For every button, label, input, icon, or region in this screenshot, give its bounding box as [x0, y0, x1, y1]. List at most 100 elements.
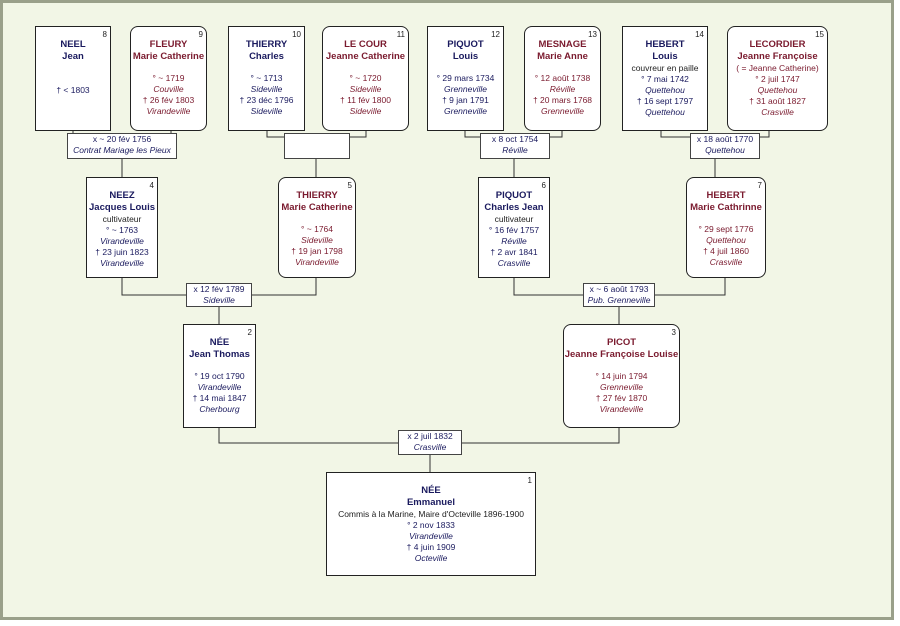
marriage-place: Quettehou [705, 145, 745, 155]
person-box-1[interactable]: 1 NÉE Emmanuel Commis à la Marine, Maire… [326, 472, 536, 576]
person-box-7[interactable]: 7 HEBERT Marie Cathrinne ° 29 sept 1776 … [686, 177, 766, 278]
person-given-name: Louis [652, 51, 678, 62]
death-place: Virandeville [599, 404, 644, 414]
marriage-date: x 2 juil 1832 [407, 431, 453, 441]
person-given-name: Jean [62, 51, 84, 62]
person-box-2[interactable]: 2 NÉE Jean Thomas ° 19 oct 1790 Virandev… [183, 324, 256, 428]
birth-place: Couville [153, 84, 184, 94]
marriage-box-6-7[interactable]: x ~ 6 août 1793 Pub. Grenneville [583, 283, 655, 307]
occupation: couvreur en paille [631, 63, 699, 73]
birth-date: ° 2 juil 1747 [755, 74, 800, 84]
birth-date: ° 14 juin 1794 [595, 371, 648, 381]
birth-place: Quettehou [645, 85, 685, 95]
person-surname: LECORDIER [749, 39, 806, 50]
birth-place: Quettehou [706, 235, 746, 245]
marriage-place: Contrat Mariage les Pieux [73, 145, 171, 155]
person-surname: HEBERT [645, 39, 685, 50]
person-given-name: Emmanuel [406, 497, 456, 508]
person-box-6[interactable]: 6 PIQUOT Charles Jean cultivateur ° 16 f… [478, 177, 550, 278]
person-surname: NEEL [60, 39, 86, 50]
death-date: † 2 avr 1841 [490, 247, 538, 257]
death-place: Virandeville [146, 106, 191, 116]
death-date: † 19 jan 1798 [291, 246, 343, 256]
person-surname: FLEURY [149, 39, 188, 50]
person-surname: NÉE [209, 337, 230, 348]
marriage-box-10-11[interactable] [284, 133, 350, 159]
birth-place: Sideville [301, 235, 333, 245]
birth-place: Réville [549, 84, 576, 94]
person-box-3[interactable]: 3 PICOT Jeanne Françoise Louise ° 14 jui… [563, 324, 680, 428]
person-given-name: Jeanne Françoise [737, 51, 818, 62]
death-place: Crasville [761, 107, 794, 117]
marriage-box-2-3[interactable]: x 2 juil 1832 Crasville [398, 430, 462, 455]
birth-date: ° 2 nov 1833 [407, 520, 455, 530]
person-box-8[interactable]: 8 NEEL Jean † < 1803 [35, 26, 111, 131]
person-given-name: Marie Catherine [132, 51, 205, 62]
birth-date: ° 29 mars 1734 [436, 73, 495, 83]
birth-place: Sideville [250, 84, 283, 94]
death-date: † 26 fév 1803 [142, 95, 195, 105]
death-place: Sideville [250, 106, 283, 116]
person-box-14[interactable]: 14 HEBERT Louis couvreur en paille ° 7 m… [622, 26, 708, 131]
person-box-15[interactable]: 15 LECORDIER Jeanne Françoise ( = Jeanne… [727, 26, 828, 131]
birth-date: ° ~ 1763 [106, 225, 138, 235]
death-place: Virandeville [100, 258, 144, 268]
person-surname: NEEZ [109, 190, 135, 201]
death-date: † 9 jan 1791 [442, 95, 489, 105]
death-place: Grenneville [541, 106, 584, 116]
occupation: Commis à la Marine, Maire d'Octeville 18… [338, 509, 524, 519]
death-date: † 27 fév 1870 [595, 393, 648, 403]
death-place: Cherbourg [199, 404, 240, 414]
birth-place: Grenneville [600, 382, 643, 392]
person-box-10[interactable]: 10 THIERRY Charles ° ~ 1713 Sideville † … [228, 26, 305, 131]
birth-date: ° ~ 1764 [301, 224, 333, 234]
death-date: † 31 août 1827 [749, 96, 806, 106]
birth-date: ° 29 sept 1776 [698, 224, 754, 234]
person-surname: PIQUOT [447, 39, 484, 50]
birth-date: ° ~ 1720 [349, 73, 382, 83]
person-surname: LE COUR [344, 39, 387, 50]
person-box-5[interactable]: 5 THIERRY Marie Catherine ° ~ 1764 Sidev… [278, 177, 356, 278]
marriage-place: Sideville [203, 295, 235, 305]
birth-place: Quettehou [757, 85, 798, 95]
person-box-11[interactable]: 11 LE COUR Jeanne Catherine ° ~ 1720 Sid… [322, 26, 409, 131]
death-date: † 4 juil 1860 [703, 246, 749, 256]
marriage-box-8-9[interactable]: x ~ 20 fév 1756 Contrat Mariage les Pieu… [67, 133, 177, 159]
birth-place: Grenneville [444, 84, 487, 94]
person-given-name: Jean Thomas [189, 349, 250, 360]
person-given-name: Jeanne Françoise Louise [564, 349, 679, 360]
death-place: Sideville [349, 106, 382, 116]
occupation: cultivateur [494, 214, 534, 224]
marriage-date: x 12 fév 1789 [193, 284, 245, 294]
person-given-name: Marie Cathrinne [690, 202, 762, 213]
person-surname: PIQUOT [495, 190, 533, 201]
death-date: † 23 déc 1796 [239, 95, 294, 105]
person-box-13[interactable]: 13 MESNAGE Marie Anne ° 12 août 1738 Rév… [524, 26, 601, 131]
death-place: Octeville [414, 553, 448, 563]
person-surname: NÉE [421, 485, 441, 496]
marriage-box-12-13[interactable]: x 8 oct 1754 Réville [480, 133, 550, 159]
marriage-date: x ~ 20 fév 1756 [92, 134, 152, 144]
marriage-date: x 18 août 1770 [696, 134, 754, 144]
person-box-4[interactable]: 4 NEEZ Jacques Louis cultivateur ° ~ 176… [86, 177, 158, 278]
birth-date: ° 7 mai 1742 [641, 74, 689, 84]
death-place: Virandeville [295, 257, 339, 267]
marriage-box-4-5[interactable]: x 12 fév 1789 Sideville [186, 283, 252, 307]
birth-place: Virandeville [409, 531, 453, 541]
alternate-given-name: ( = Jeanne Catherine) [736, 63, 819, 73]
death-place: Quettehou [645, 107, 685, 117]
birth-date: ° 12 août 1738 [534, 73, 591, 83]
marriage-box-14-15[interactable]: x 18 août 1770 Quettehou [690, 133, 760, 159]
death-place: Crasville [709, 257, 743, 267]
marriage-place: Crasville [413, 442, 447, 452]
marriage-place: Pub. Grenneville [587, 295, 651, 305]
death-date: † < 1803 [56, 85, 90, 95]
person-surname: THIERRY [245, 39, 288, 50]
person-box-12[interactable]: 12 PIQUOT Louis ° 29 mars 1734 Grennevil… [427, 26, 504, 131]
person-surname: MESNAGE [538, 39, 587, 50]
birth-date: ° 19 oct 1790 [194, 371, 245, 381]
death-date: † 20 mars 1768 [532, 95, 593, 105]
death-place: Grenneville [444, 106, 487, 116]
person-box-9[interactable]: 9 FLEURY Marie Catherine ° ~ 1719 Couvil… [130, 26, 207, 131]
